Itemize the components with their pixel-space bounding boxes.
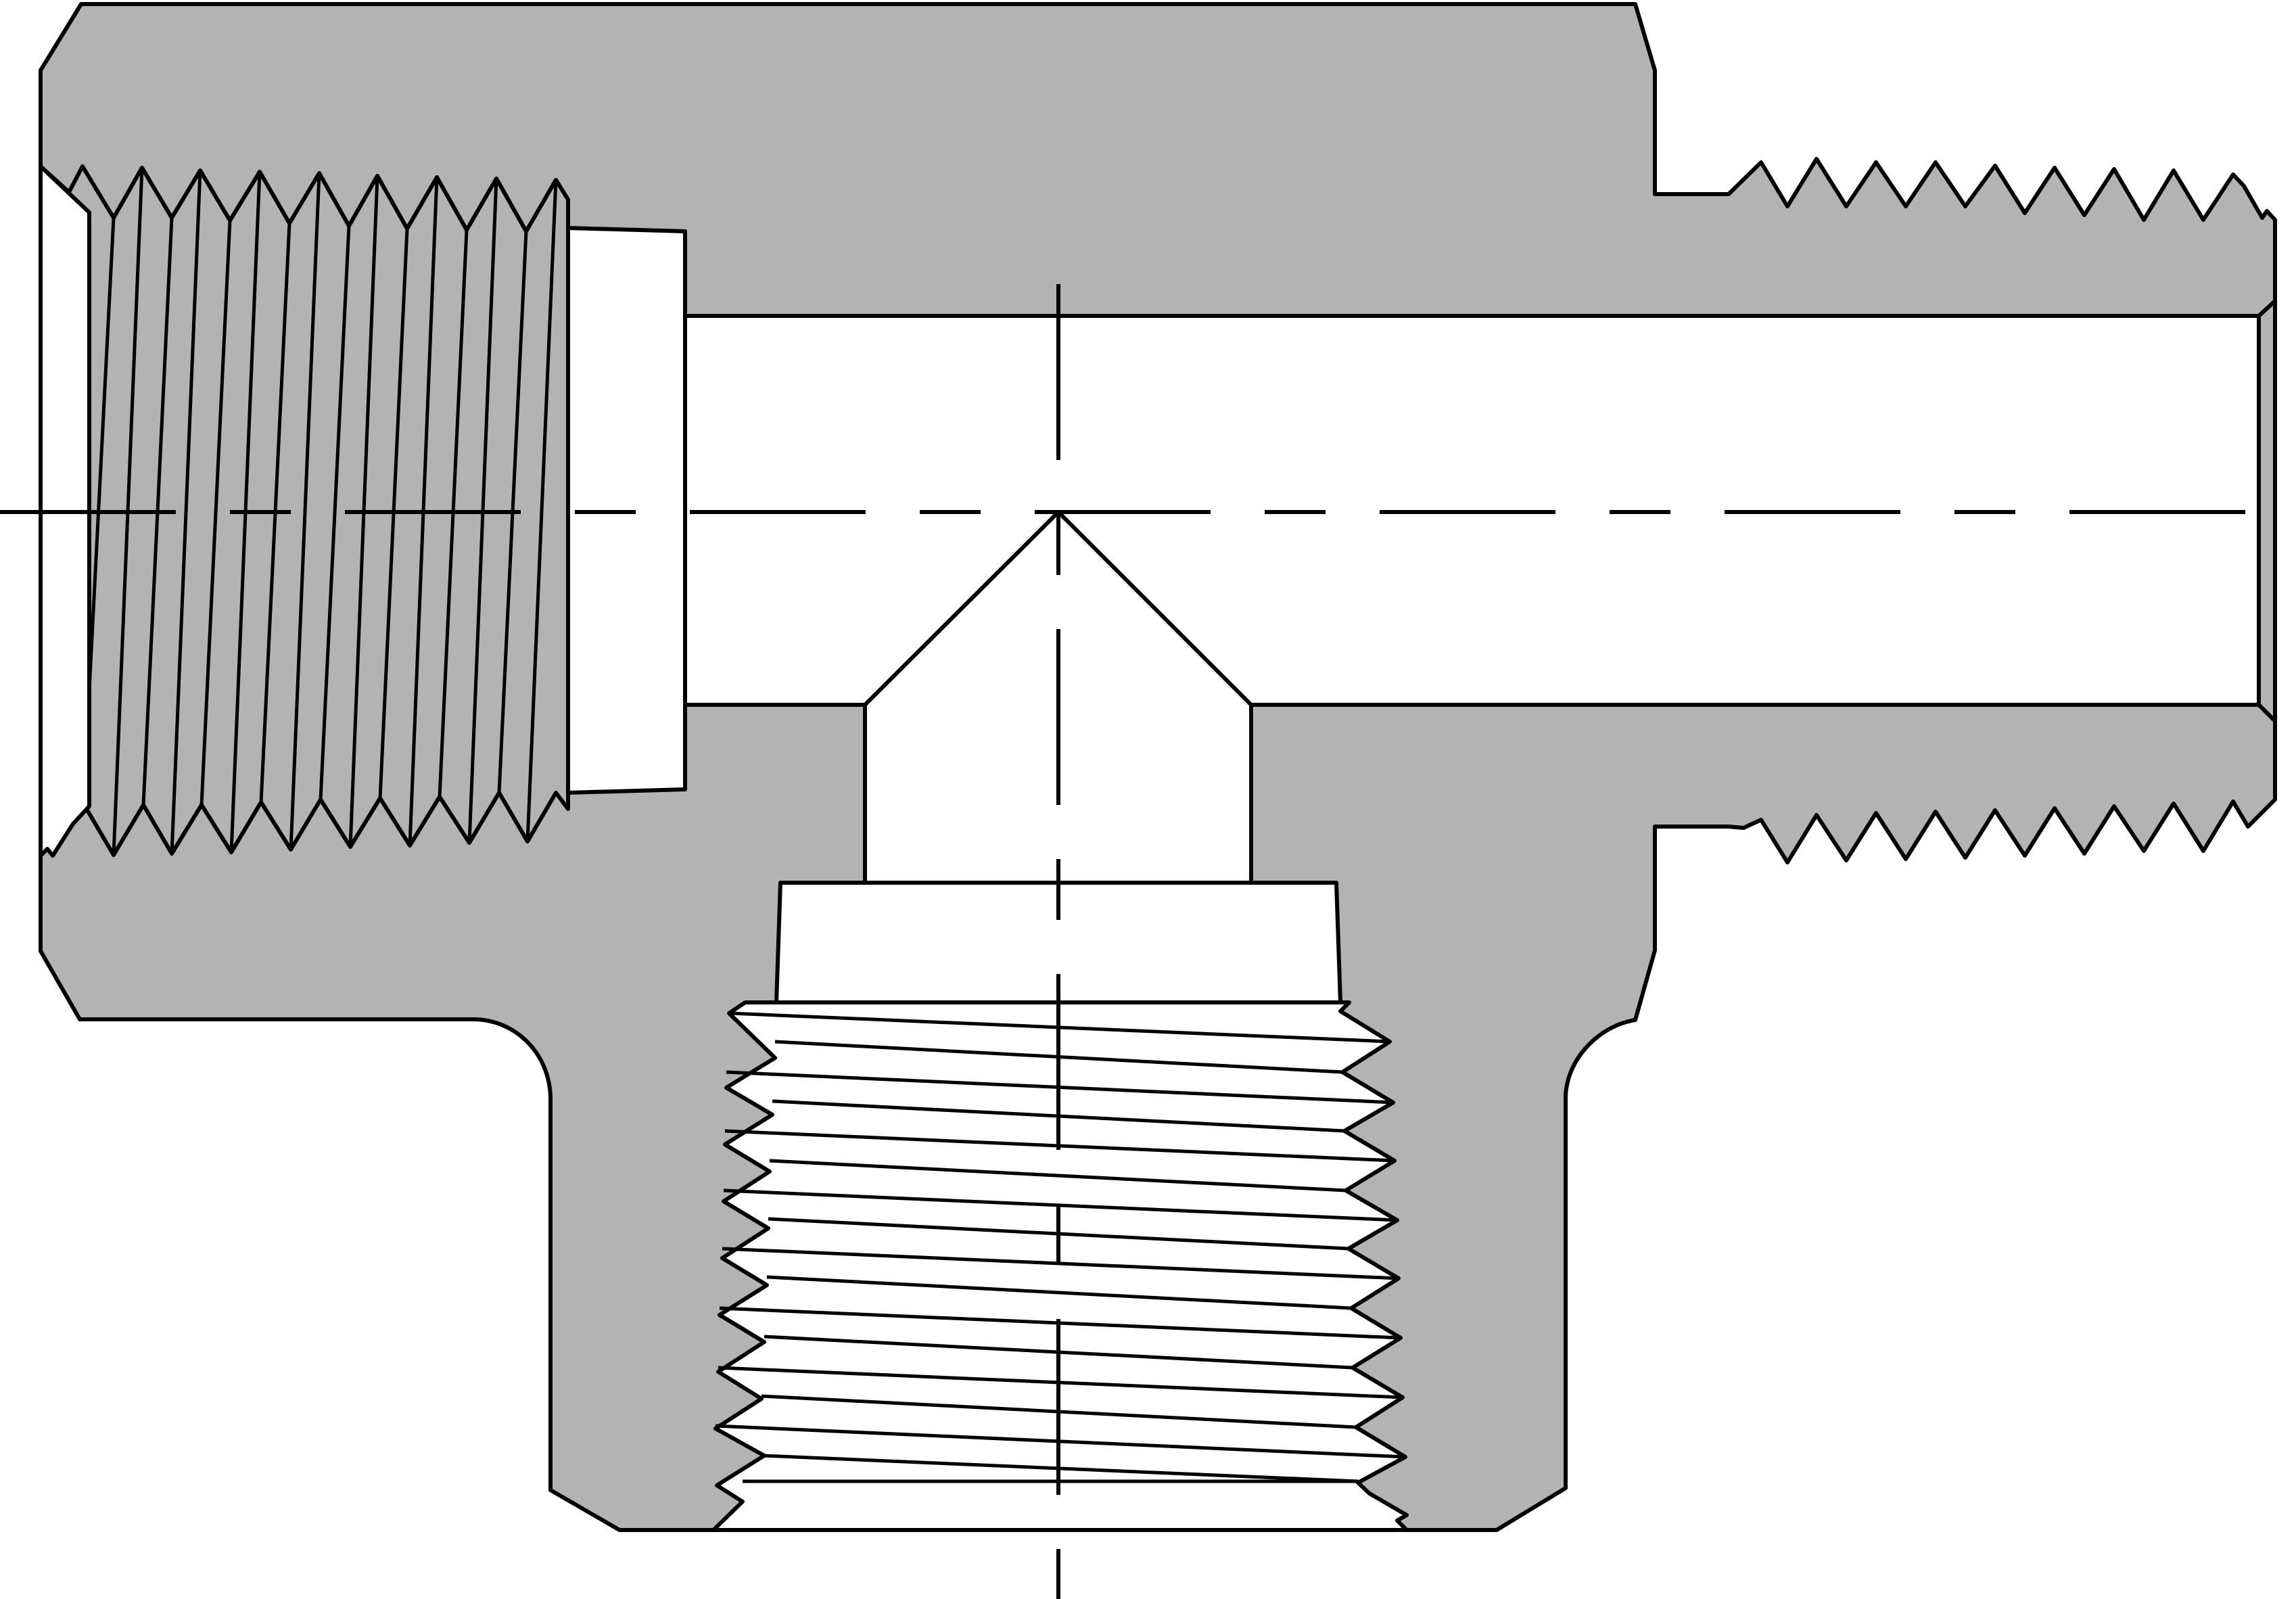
tee-fitting-section-drawing bbox=[0, 2, 2296, 1599]
